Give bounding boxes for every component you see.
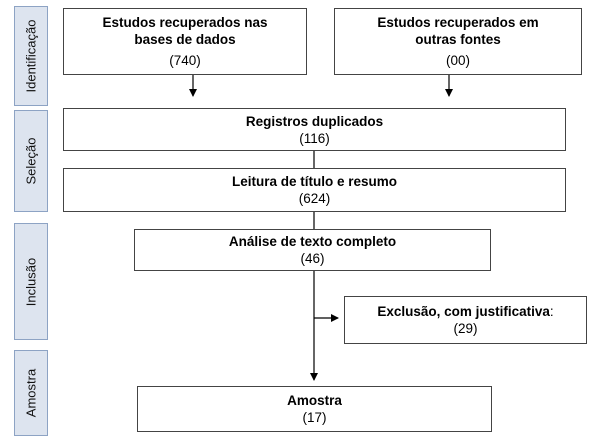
duplicates-count: (116) [299, 130, 330, 146]
stage-amostra: Amostra [14, 350, 48, 436]
box-sample: Amostra (17) [137, 386, 492, 432]
screening-count: (624) [298, 191, 331, 206]
exclusion-count: (29) [453, 321, 478, 336]
databases-count: (740) [169, 53, 201, 68]
stage-selecao: Seleção [14, 110, 48, 212]
exclusion-title-line: Exclusão, com justificativa: [377, 303, 553, 320]
full-text-title: Análise de texto completo [228, 234, 397, 249]
box-databases: Estudos recuperados nas bases de dados (… [63, 8, 307, 75]
exclusion-title-suffix: : [549, 304, 554, 319]
sample-title: Amostra [287, 393, 342, 408]
stage-identificacao: Identificação [14, 6, 48, 106]
screening-title: Leitura de título e resumo [231, 174, 398, 189]
box-duplicates: Registros duplicados (116) [63, 108, 566, 151]
duplicates-title: Registros duplicados [245, 113, 384, 129]
exclusion-title: Exclusão, com justificativa [377, 304, 550, 319]
databases-title-1: Estudos recuperados nas [102, 15, 268, 30]
sample-count: (17) [302, 410, 327, 425]
other-sources-title-2: outras fontes [415, 32, 501, 47]
box-screening: Leitura de título e resumo (624) [63, 168, 566, 212]
databases-title-2: bases de dados [134, 32, 236, 47]
box-full-text: Análise de texto completo (46) [134, 229, 491, 271]
other-sources-count: (00) [445, 53, 470, 68]
full-text-count: (46) [300, 251, 325, 266]
box-other-sources: Estudos recuperados em outras fontes (00… [334, 8, 582, 75]
box-exclusion: Exclusão, com justificativa: (29) [344, 296, 587, 344]
other-sources-title-1: Estudos recuperados em [377, 15, 539, 30]
stage-inclusao: Inclusão [14, 223, 48, 340]
